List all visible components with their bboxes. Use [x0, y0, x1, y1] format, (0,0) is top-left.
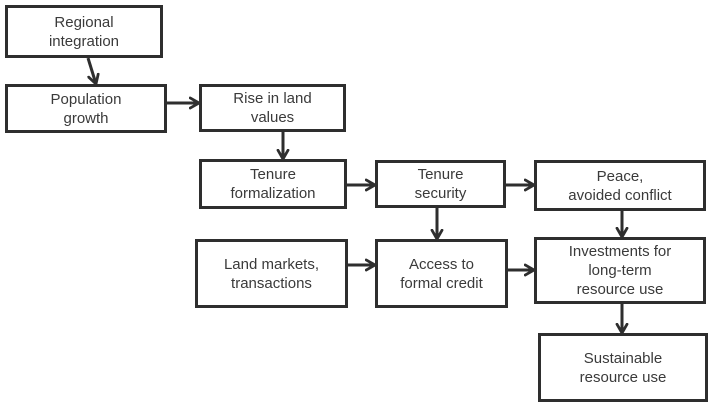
- node-land-markets-transactions-label: Land markets,transactions: [223, 255, 320, 292]
- arrow-regional-to-population: [86, 57, 96, 84]
- node-land-markets-transactions: Land markets,transactions: [195, 239, 348, 308]
- node-peace-avoided-conflict: Peace,avoided conflict: [534, 160, 706, 211]
- node-peace-avoided-conflict-label: Peace,avoided conflict: [568, 167, 672, 204]
